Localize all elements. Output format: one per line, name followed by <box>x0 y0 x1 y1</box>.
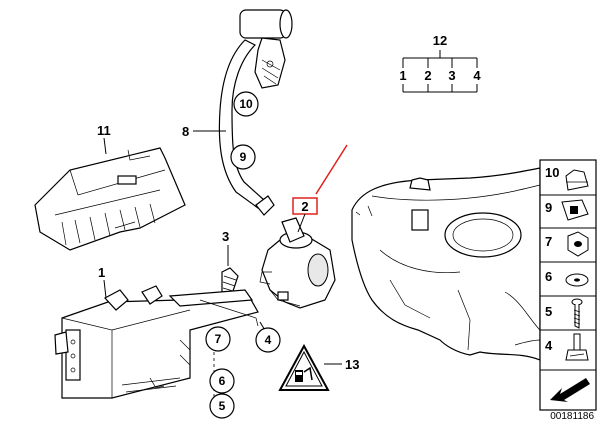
callout-1: 1 <box>98 265 105 280</box>
legend-num-5: 5 <box>545 304 552 319</box>
heat-shield <box>34 147 186 251</box>
fuel-tank <box>351 167 541 361</box>
svg-text:5: 5 <box>219 399 226 413</box>
legend-num-6: 6 <box>545 269 552 284</box>
nut-cap-icon <box>565 169 589 191</box>
purge-valve <box>259 217 336 309</box>
callout-12-sub-4: 4 <box>473 68 481 83</box>
legend-num-10: 10 <box>545 165 559 180</box>
callout-5-circle: 5 <box>209 393 235 419</box>
callout-12-tree: 12 1 2 3 4 <box>399 33 481 93</box>
callout-7-circle: 7 <box>205 326 231 352</box>
svg-text:10: 10 <box>239 97 253 111</box>
image-code: 00181186 <box>550 411 594 422</box>
hardware-legend: 10 9 7 6 5 4 <box>539 159 597 411</box>
screw-icon <box>571 298 583 329</box>
bolt-icon <box>565 333 589 361</box>
callout-11: 11 <box>97 123 111 138</box>
callout-9-circle: 9 <box>230 144 256 170</box>
highlight-arrow <box>315 144 348 195</box>
clip-icon <box>561 199 589 221</box>
callout-12-sub-3: 3 <box>448 68 455 83</box>
callout-13: 13 <box>345 357 359 372</box>
fuel-pump-icon <box>295 366 313 382</box>
callout-12-sub-2: 2 <box>424 68 431 83</box>
svg-text:4: 4 <box>265 333 272 347</box>
hex-nut-icon <box>567 231 589 257</box>
callout-12-sub-1: 1 <box>399 68 406 83</box>
washer-icon <box>565 273 589 287</box>
legend-num-9: 9 <box>545 200 552 215</box>
charcoal-canister <box>54 285 259 399</box>
warning-label <box>278 343 330 391</box>
direction-arrow-icon <box>550 378 590 402</box>
bolt-3 <box>221 267 239 295</box>
callout-2: 2 <box>301 199 308 214</box>
svg-text:9: 9 <box>240 150 247 164</box>
callout-8: 8 <box>182 124 189 139</box>
callout-6-circle: 6 <box>209 368 235 394</box>
legend-num-4: 4 <box>545 338 553 353</box>
callout-12: 12 <box>433 33 447 48</box>
vent-hose <box>218 9 293 216</box>
svg-text:6: 6 <box>219 374 226 388</box>
legend-num-7: 7 <box>545 234 552 249</box>
callout-3: 3 <box>222 229 229 244</box>
callout-4-circle: 4 <box>255 327 281 353</box>
svg-text:7: 7 <box>215 332 222 346</box>
callout-10-circle: 10 <box>233 91 259 117</box>
